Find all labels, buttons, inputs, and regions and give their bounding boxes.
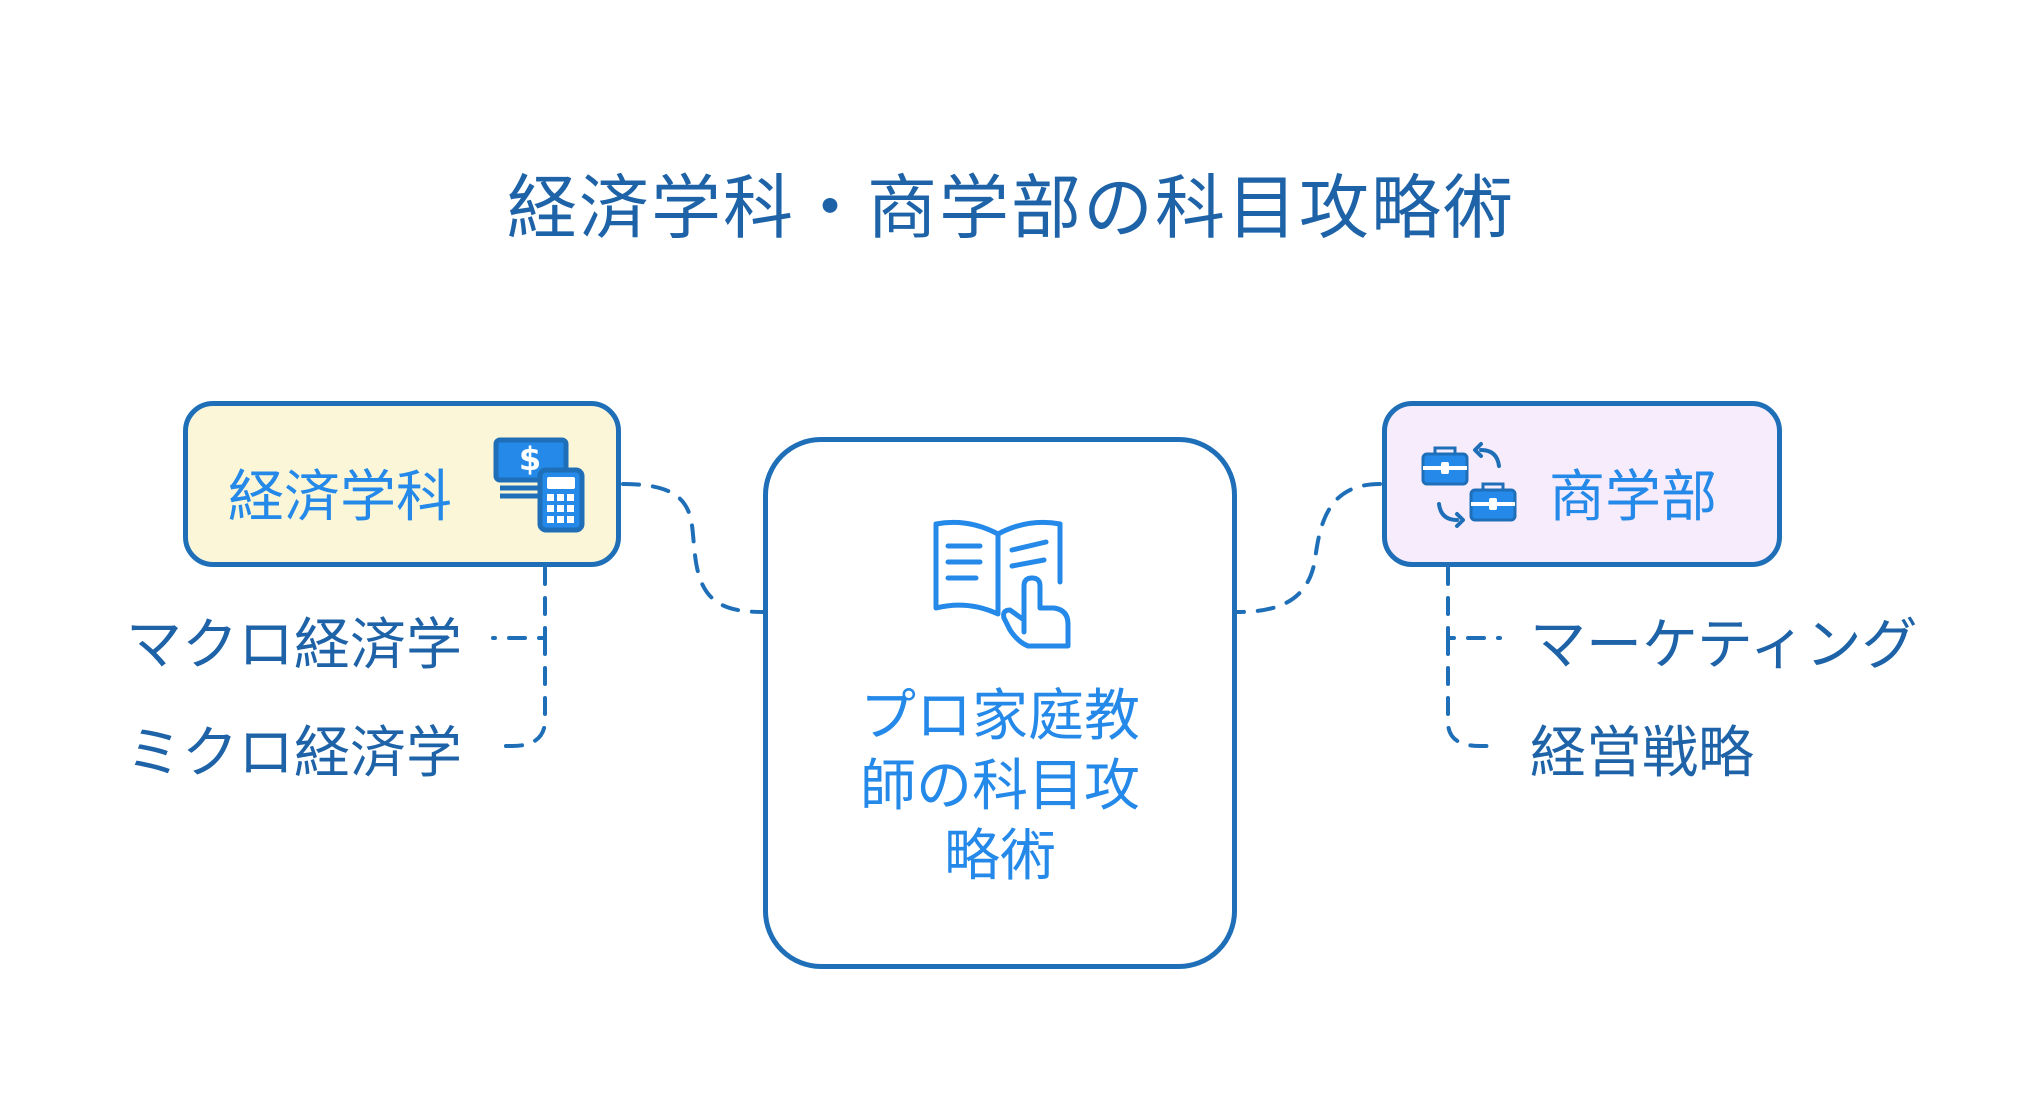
diagram-title: 経済学科・商学部の科目攻略術 [507, 167, 1515, 249]
connector-right-to-center [1235, 482, 1382, 614]
center-label-line-1: プロ家庭教 [860, 684, 1140, 749]
connector-left-to-center [621, 482, 765, 614]
money-calculator-icon: $ [493, 437, 585, 533]
open-book-pointer-icon [933, 519, 1071, 649]
branch-business-strategy: 経営戦略 [1530, 721, 1754, 786]
connector-right-branch-2 [1446, 636, 1502, 748]
node-commerce-label: 商学部 [1549, 465, 1717, 530]
branch-marketing: マーケティング [1530, 613, 1918, 678]
branch-microeconomics: ミクロ経済学 [126, 721, 462, 786]
connector-left-branch-1 [491, 566, 547, 640]
node-center: プロ家庭教 師の科目攻 略術 [763, 437, 1237, 969]
node-center-label: プロ家庭教 師の科目攻 略術 [768, 682, 1232, 892]
connector-right-branch-1 [1446, 566, 1502, 640]
briefcase-exchange-icon [1421, 442, 1517, 528]
node-economics: 経済学科 $ [183, 401, 621, 567]
node-economics-label: 経済学科 [228, 465, 452, 530]
connector-left-branch-2 [491, 636, 547, 748]
center-label-line-2: 師の科目攻 [860, 754, 1140, 819]
center-label-line-3: 略術 [944, 824, 1056, 889]
svg-text:$: $ [519, 440, 541, 478]
node-commerce: 商学部 [1382, 401, 1782, 567]
branch-macroeconomics: マクロ経済学 [126, 613, 462, 678]
